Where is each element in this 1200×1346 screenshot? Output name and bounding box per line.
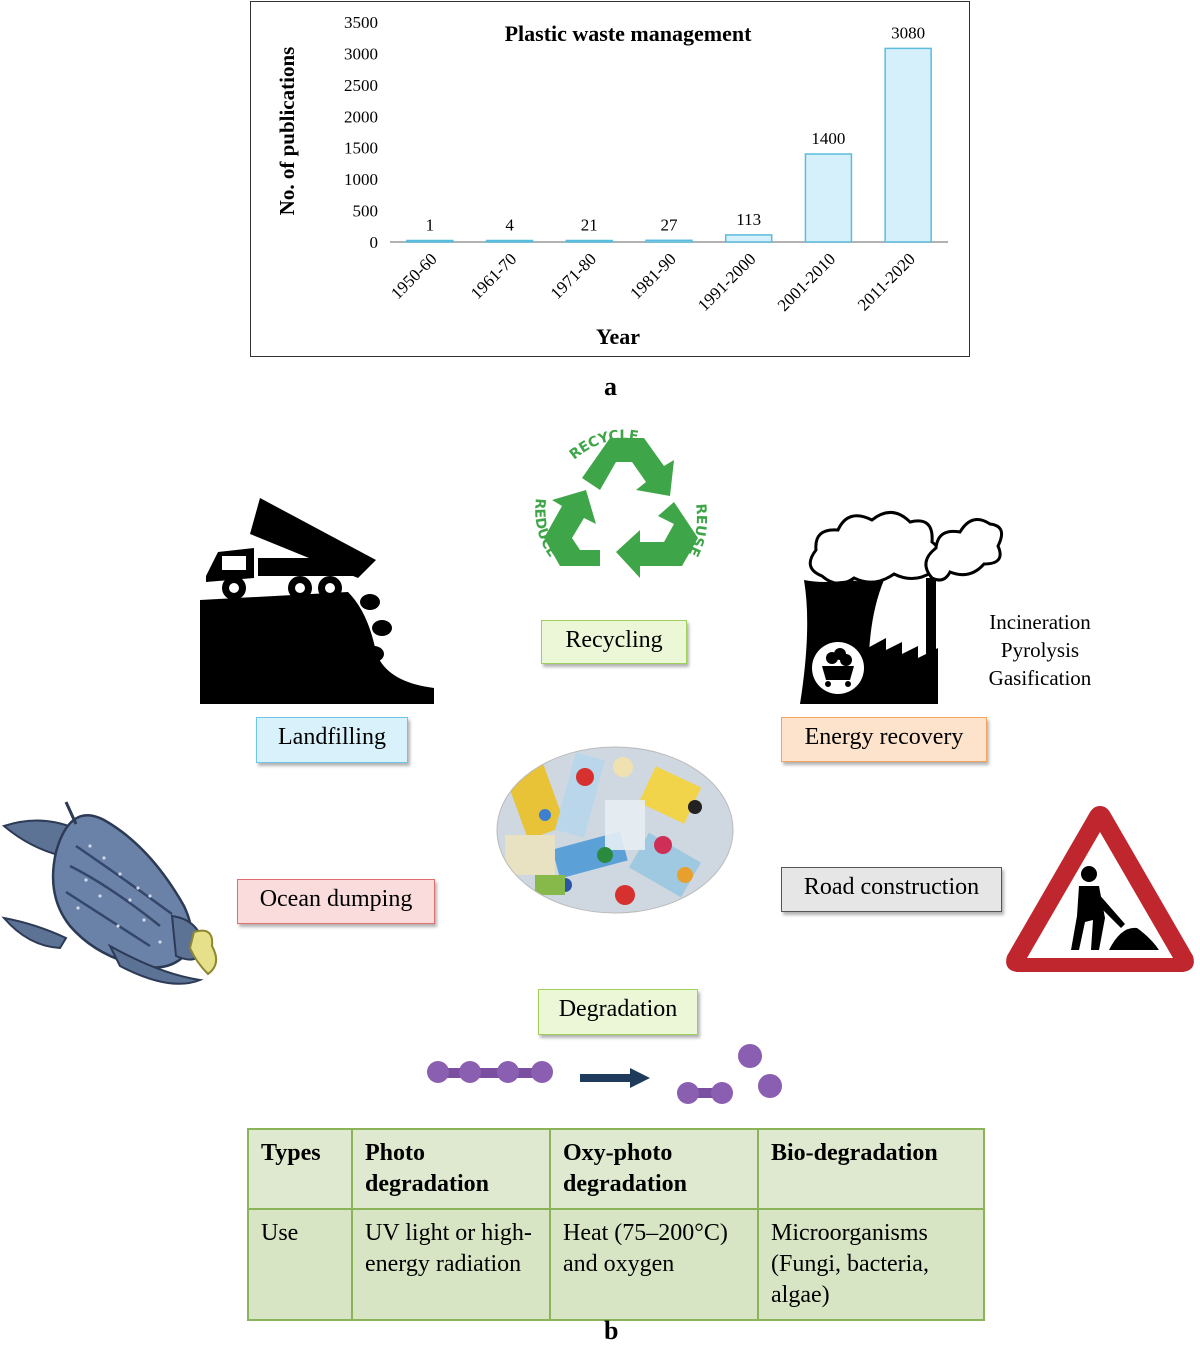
monomer-fragments-icon (677, 1044, 782, 1104)
table-cell: UV light or high-energy radiation (351, 1208, 551, 1321)
table-header-row: Types Photo degradation Oxy-photo degrad… (247, 1128, 985, 1210)
process-pyrolysis: Pyrolysis (1000, 638, 1080, 662)
ocean-dumping-box: Ocean dumping (237, 879, 435, 924)
panel-label-a: a (604, 372, 617, 401)
recycle-icon: RECYCLE REDUCE REUSE (531, 428, 709, 578)
bar (804, 153, 853, 243)
x-tick-label: 1971-80 (547, 249, 601, 303)
y-tick-label: 500 (353, 202, 379, 221)
energy-process-list: Incineration Pyrolysis Gasification (980, 608, 1100, 692)
dump-truck-icon (200, 498, 434, 704)
data-label: 4 (505, 216, 514, 235)
y-tick-label: 1500 (344, 139, 378, 158)
table-cell: Microorganisms (Fungi, bacteria, algae) (757, 1208, 985, 1321)
data-label: 21 (581, 216, 598, 235)
y-tick-label: 2000 (344, 107, 378, 126)
road-construction-box: Road construction (781, 867, 1002, 912)
process-gasification: Gasification (988, 666, 1092, 690)
panel-label-b: b (604, 1316, 619, 1345)
process-incineration: Incineration (989, 610, 1091, 634)
table-header: Types (247, 1128, 353, 1210)
x-tick-label: 1961-70 (467, 249, 521, 303)
recycling-box: Recycling (541, 620, 687, 664)
landfilling-box: Landfilling (256, 717, 408, 763)
polymer-chain-icon (427, 1061, 553, 1083)
table-cell: Use (247, 1208, 353, 1321)
y-tick-label: 2500 (344, 76, 378, 95)
table-header: Bio-degradation (757, 1128, 985, 1210)
table-header: Oxy-photo degradation (549, 1128, 759, 1210)
y-tick-label: 1000 (344, 170, 378, 189)
degradation-arrow (580, 1068, 650, 1088)
x-tick-label: 1981-90 (626, 249, 680, 303)
y-tick-label: 0 (370, 233, 379, 252)
energy-recovery-box: Energy recovery (781, 717, 987, 762)
y-tick-label: 3500 (344, 13, 378, 32)
x-tick-label: 1991-2000 (694, 249, 760, 315)
bar-chart: Plastic waste management 0 500 1000 1500 2000… (275, 13, 948, 349)
x-tick-label: 2001-2010 (774, 249, 840, 315)
table-cell: Heat (75–200°C) and oxygen (549, 1208, 759, 1321)
plastic-waste-image (496, 746, 734, 914)
x-tick-label: 1950-60 (387, 249, 441, 303)
bar (884, 47, 932, 243)
factory-icon (800, 511, 1004, 704)
degradation-table: Types Photo degradation Oxy-photo degrad… (247, 1128, 985, 1321)
x-tick-label: 2011-2020 (854, 249, 919, 314)
bar (565, 239, 614, 243)
bar (406, 239, 454, 243)
x-axis-label: Year (596, 324, 640, 349)
data-label: 1 (426, 216, 435, 235)
bar (485, 239, 534, 243)
data-label: 1400 (811, 129, 845, 148)
table-header: Photo degradation (351, 1128, 551, 1210)
bar (645, 239, 693, 243)
data-label: 27 (661, 215, 679, 234)
y-axis-label: No. of publications (275, 47, 299, 216)
table-row: Use UV light or high-energy radiation He… (247, 1208, 985, 1321)
road-work-sign-icon (1006, 806, 1194, 972)
y-tick-label: 3000 (344, 44, 378, 63)
degradation-box: Degradation (538, 989, 698, 1035)
data-label: 113 (736, 210, 761, 229)
data-label: 3080 (891, 23, 925, 42)
leatherback-turtle-icon (1, 801, 218, 985)
chart-title: Plastic waste management (505, 21, 753, 46)
bar (724, 234, 773, 243)
